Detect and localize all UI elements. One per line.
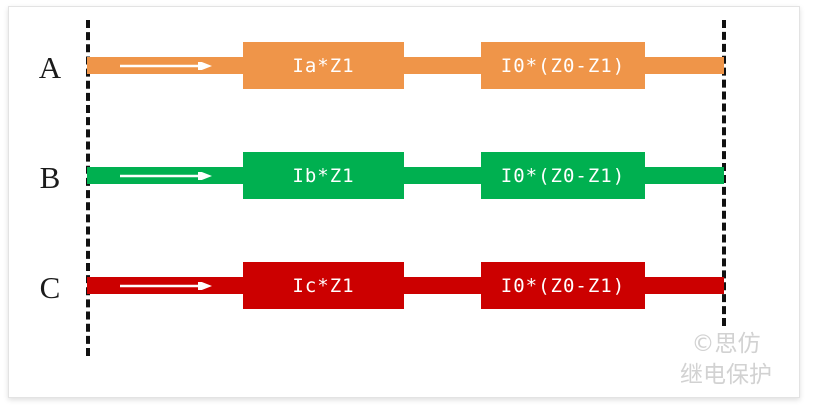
phase-row-b: Ib*Z1 I0*(Z0-Z1): [87, 152, 724, 199]
left-fault-boundary-line: [86, 20, 90, 356]
right-fault-boundary-line: [722, 20, 726, 326]
phase-label-b: B: [39, 160, 61, 195]
phase-a-block-i0-z0-z1: I0*(Z0-Z1): [481, 42, 645, 89]
watermark-line-2: 继电保护: [680, 361, 772, 388]
phase-label-c: C: [39, 270, 61, 305]
phase-b-block-ib-z1: Ib*Z1: [243, 152, 404, 199]
phase-b-block-i0-z0-z1: I0*(Z0-Z1): [481, 152, 645, 199]
watermark: ©思仿 继电保护: [680, 329, 772, 391]
phase-row-a: Ia*Z1 I0*(Z0-Z1): [87, 42, 724, 89]
phase-c-block-i0-z0-z1: I0*(Z0-Z1): [481, 262, 645, 309]
phase-a-block-ia-z1: Ia*Z1: [243, 42, 404, 89]
watermark-line-1: ©思仿: [691, 330, 761, 357]
phase-c-block-ic-z1: Ic*Z1: [243, 262, 404, 309]
phase-label-a: A: [38, 50, 62, 85]
phase-row-c: Ic*Z1 I0*(Z0-Z1): [87, 262, 724, 309]
